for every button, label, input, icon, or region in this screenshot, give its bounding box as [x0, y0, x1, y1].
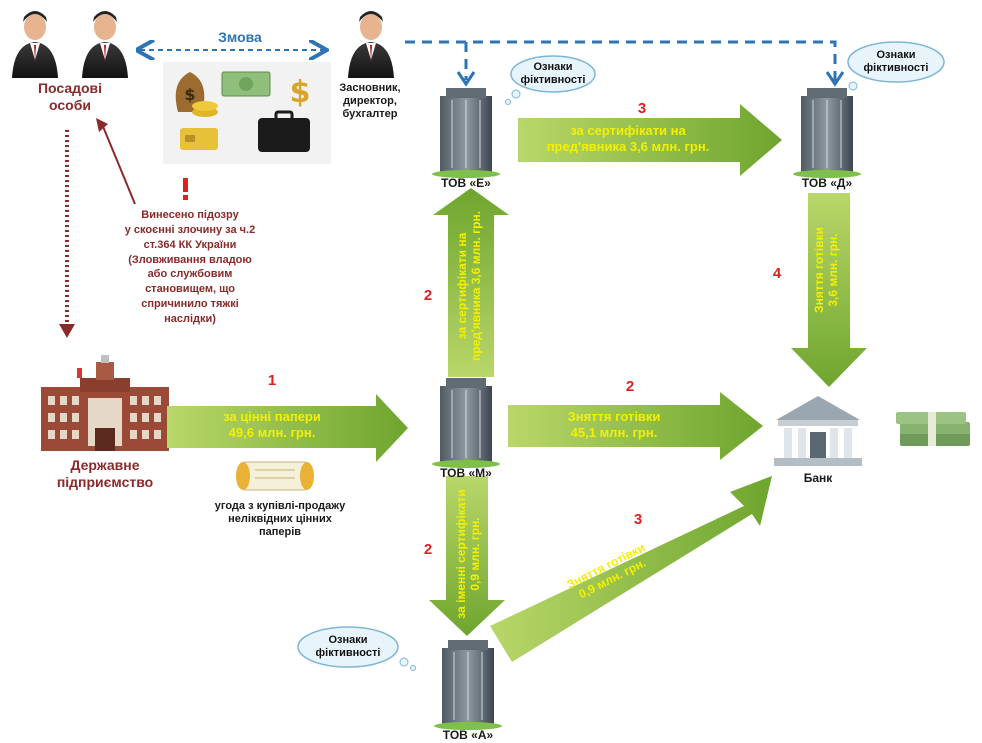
flow-step1-line2: 49,6 млн. грн. [228, 424, 316, 440]
signs-e-text: Ознаки фіктивності [513, 61, 593, 86]
collusion-label: Змова [218, 29, 262, 45]
step-number-m-to-bank: 2 [625, 378, 635, 395]
signs-d-line2: фіктивності [863, 61, 929, 74]
flow-step1-line1: за цінні папери [223, 409, 321, 424]
flow-m-to-bank-line1: Зняття готівки [567, 409, 661, 424]
cash-stack-icon [896, 412, 970, 446]
company-m-building-icon [432, 378, 500, 468]
founder-label-line1: Засновник, [339, 82, 401, 94]
flow-d-to-bank-label: Зняття готівки 3,6 млн. грн. [812, 208, 844, 332]
officials-label: Посадові особи [20, 80, 120, 114]
flow-e-to-d-label: за сертифікати на пред'явника 3,6 млн. г… [518, 123, 738, 154]
step-number-m-to-e: 2 [423, 287, 433, 304]
contract-label: угода з купівлі-продажу неліквідних цінн… [195, 500, 365, 540]
state-enterprise-building-icon [41, 355, 169, 451]
arrow-e-to-d [518, 104, 782, 176]
state-enterprise-line1: Державне [70, 457, 140, 473]
bank-building-icon [774, 396, 862, 466]
contract-line3: паперів [258, 526, 302, 539]
suspicion-line: або службовим [147, 268, 233, 281]
svg-text:$: $ [184, 85, 195, 104]
arrow-m-to-a [429, 476, 505, 636]
founder-label-line2: директор, [343, 95, 397, 108]
official-person-1-icon [12, 11, 58, 78]
step-number-1: 1 [267, 372, 277, 389]
suspicion-line: Винесено підозру [141, 209, 239, 221]
signs-a-text: Ознаки фіктивності [305, 634, 391, 659]
officials-to-enterprise-arrowhead [59, 324, 75, 338]
suspicion-line: становищем, що [145, 283, 235, 296]
flow-m-to-a-label: за іменні сертифікати 0,9 млн. грн. [454, 479, 486, 629]
signs-d-line1: Ознаки [876, 49, 916, 61]
suspicion-arrow [101, 123, 136, 205]
suspicion-line: наслідки) [164, 312, 216, 325]
suspicion-text: Винесено підозру у скоєнні злочину за ч.… [105, 208, 275, 327]
suspicion-line: спричинило тяжкі [141, 298, 239, 311]
suspicion-arrowhead [96, 118, 108, 132]
arrowhead-to-e [456, 71, 476, 87]
arrow-m-to-e [433, 188, 509, 377]
founder-control-lines [405, 40, 837, 82]
officials-label-line1: Посадові [37, 80, 103, 96]
flow-m-to-a-line1: за іменні сертифікати [454, 489, 468, 619]
signs-d-text: Ознаки фіктивності [853, 49, 939, 74]
flow-e-to-d-line1: за сертифікати на [570, 123, 686, 138]
step-number-d-to-bank: 4 [772, 265, 782, 282]
exclamation-icon [183, 178, 188, 200]
founder-label-line3: бухгалтер [342, 108, 398, 121]
arrow-a-to-bank [490, 476, 772, 662]
arrow-m-to-bank [508, 392, 763, 460]
signs-cloud-a-icon [297, 626, 416, 671]
signs-a-line1: Ознаки [328, 634, 368, 646]
money-collage-icon: $ $ [163, 62, 331, 164]
contract-line2: неліквідних цінних [228, 513, 332, 526]
flow-m-to-e-line1: за сертифікати на [455, 232, 469, 340]
arrowhead-to-d [825, 71, 845, 87]
company-a-label: ТОВ «А» [442, 728, 494, 742]
suspicion-line: ст.364 КК України [143, 238, 237, 251]
step-number-e-to-d: 3 [637, 100, 647, 117]
svg-text:$: $ [290, 75, 311, 110]
step-number-a-to-bank: 3 [633, 511, 643, 528]
official-person-2-icon [82, 11, 128, 78]
suspicion-line: у скоєнні злочину за ч.2 [124, 223, 256, 236]
state-enterprise-line2: підприємство [56, 473, 154, 490]
flow-m-to-bank-line2: 45,1 млн. грн. [570, 424, 658, 440]
suspicion-line: (Зловживання владою [128, 253, 252, 266]
signs-cloud-d-icon [847, 41, 945, 91]
officials-label-line2: особи [49, 96, 91, 113]
signs-e-line2: фіктивності [520, 73, 586, 86]
contract-line1: угода з купівлі-продажу [214, 500, 346, 512]
company-a-building-icon [434, 640, 502, 730]
flow-d-to-bank-line2: 3,6 млн. грн. [826, 233, 841, 307]
flow-m-to-a-line2: 0,9 млн. грн. [468, 517, 483, 591]
flow-m-to-e-label: за сертифікати на пред'явника 3,6 млн. г… [455, 211, 487, 361]
signs-e-line1: Ознаки [533, 61, 573, 73]
signs-cloud-e-icon [505, 55, 596, 105]
bank-label: Банк [803, 471, 833, 485]
signs-a-line2: фіктивності [315, 646, 381, 659]
founder-label: Засновник, директор, бухгалтер [320, 82, 420, 122]
flow-step1-label: за цінні папери 49,6 млн. грн. [172, 409, 372, 440]
company-e-label: ТОВ «Е» [441, 176, 491, 190]
arrow-d-to-bank [791, 193, 867, 387]
flow-d-to-bank-line1: Зняття готівки [812, 227, 826, 313]
flow-e-to-d-line2: пред'явника 3,6 млн. грн. [546, 138, 710, 154]
flow-m-to-e-line2: пред'явника 3,6 млн. грн. [469, 210, 484, 361]
flow-m-to-bank-label: Зняття готівки 45,1 млн. грн. [512, 409, 716, 440]
contract-scroll-icon [236, 461, 314, 491]
company-e-building-icon [432, 88, 500, 178]
company-d-label: ТОВ «Д» [801, 176, 853, 190]
arrow-enterprise-to-m [167, 394, 408, 462]
company-m-label: ТОВ «М» [440, 466, 492, 480]
state-enterprise-label: Державне підприємство [10, 457, 200, 491]
founder-person-icon [348, 11, 394, 78]
step-number-m-to-a: 2 [423, 541, 433, 558]
company-d-building-icon [793, 88, 861, 178]
